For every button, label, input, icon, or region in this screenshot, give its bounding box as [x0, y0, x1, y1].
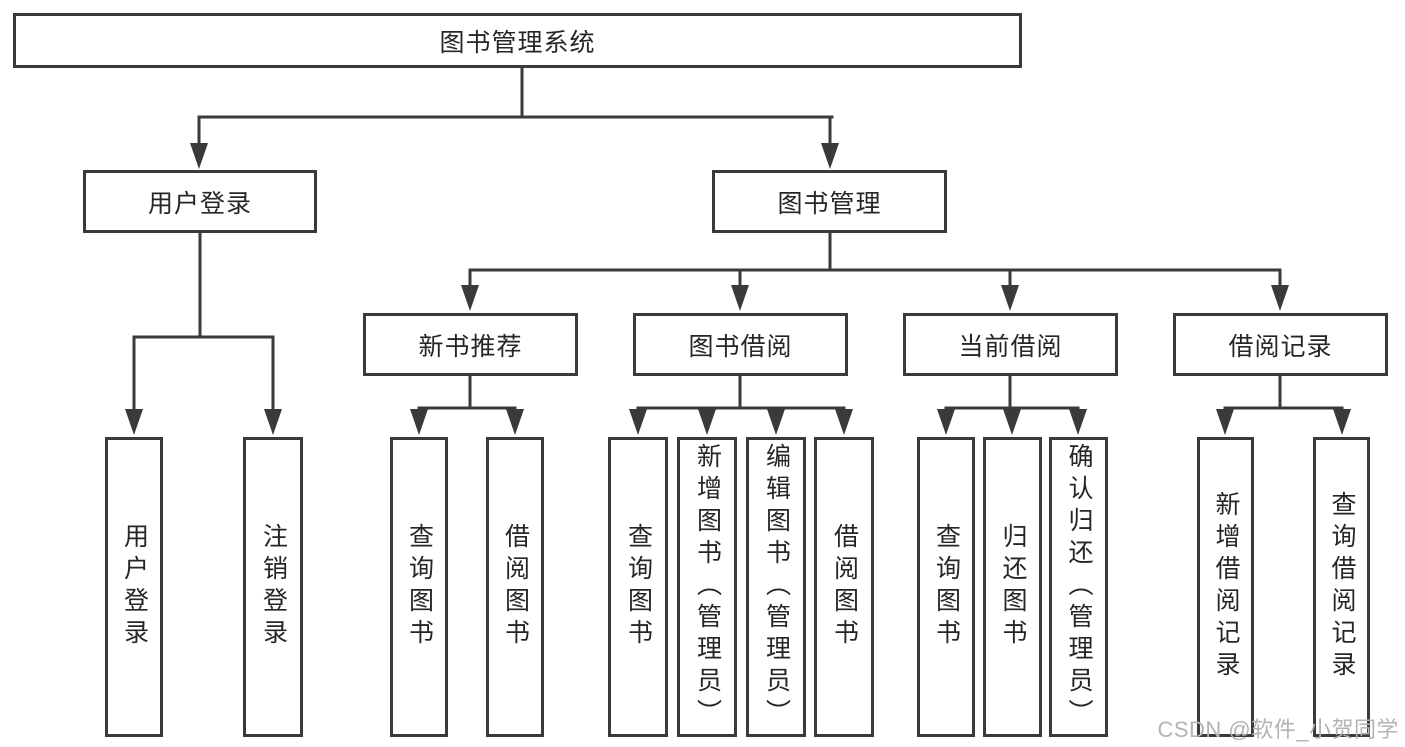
node-cb-return-book: 归还图书 [983, 437, 1042, 737]
node-br-query-record: 查询借阅记录 [1313, 437, 1370, 737]
node-logout: 注销登录 [243, 437, 303, 737]
arrow-down-icon [125, 409, 143, 435]
node-cb-query-book: 查询图书 [917, 437, 975, 737]
watermark: CSDN @软件_小贺同学 [1157, 717, 1399, 742]
node-root: 图书管理系统 [13, 13, 1022, 68]
arrow-down-icon [821, 143, 839, 169]
node-bb-borrow-book: 借阅图书 [814, 437, 874, 737]
arrow-down-icon [835, 409, 853, 435]
node-nbr-borrow-book: 借阅图书 [486, 437, 544, 737]
arrow-down-icon [1216, 409, 1234, 435]
arrow-down-icon [1003, 409, 1021, 435]
arrow-down-icon [1271, 285, 1289, 311]
arrow-down-icon [264, 409, 282, 435]
arrow-down-icon [506, 409, 524, 435]
node-bb-add-book: 新增图书（管理员） [677, 437, 737, 737]
arrow-down-icon [1333, 409, 1351, 435]
arrow-down-icon [629, 409, 647, 435]
arrow-down-icon [937, 409, 955, 435]
arrow-down-icon [190, 143, 208, 169]
node-borrow-record: 借阅记录 [1173, 313, 1388, 376]
arrow-down-icon [461, 285, 479, 311]
node-cb-confirm-return: 确认归还（管理员） [1049, 437, 1108, 737]
node-bb-query-book: 查询图书 [608, 437, 668, 737]
node-user-login-group: 用户登录 [83, 170, 317, 233]
node-new-book-recommend: 新书推荐 [363, 313, 578, 376]
node-nbr-query-book: 查询图书 [390, 437, 448, 737]
arrow-down-icon [731, 285, 749, 311]
node-bb-edit-book: 编辑图书（管理员） [746, 437, 806, 737]
arrow-down-icon [698, 409, 716, 435]
arrow-down-icon [767, 409, 785, 435]
node-user-login: 用户登录 [105, 437, 163, 737]
arrow-down-icon [410, 409, 428, 435]
arrow-down-icon [1069, 409, 1087, 435]
node-book-borrow: 图书借阅 [633, 313, 848, 376]
node-current-borrow: 当前借阅 [903, 313, 1118, 376]
node-br-add-record: 新增借阅记录 [1197, 437, 1254, 737]
node-book-management: 图书管理 [712, 170, 947, 233]
arrow-down-icon [1001, 285, 1019, 311]
